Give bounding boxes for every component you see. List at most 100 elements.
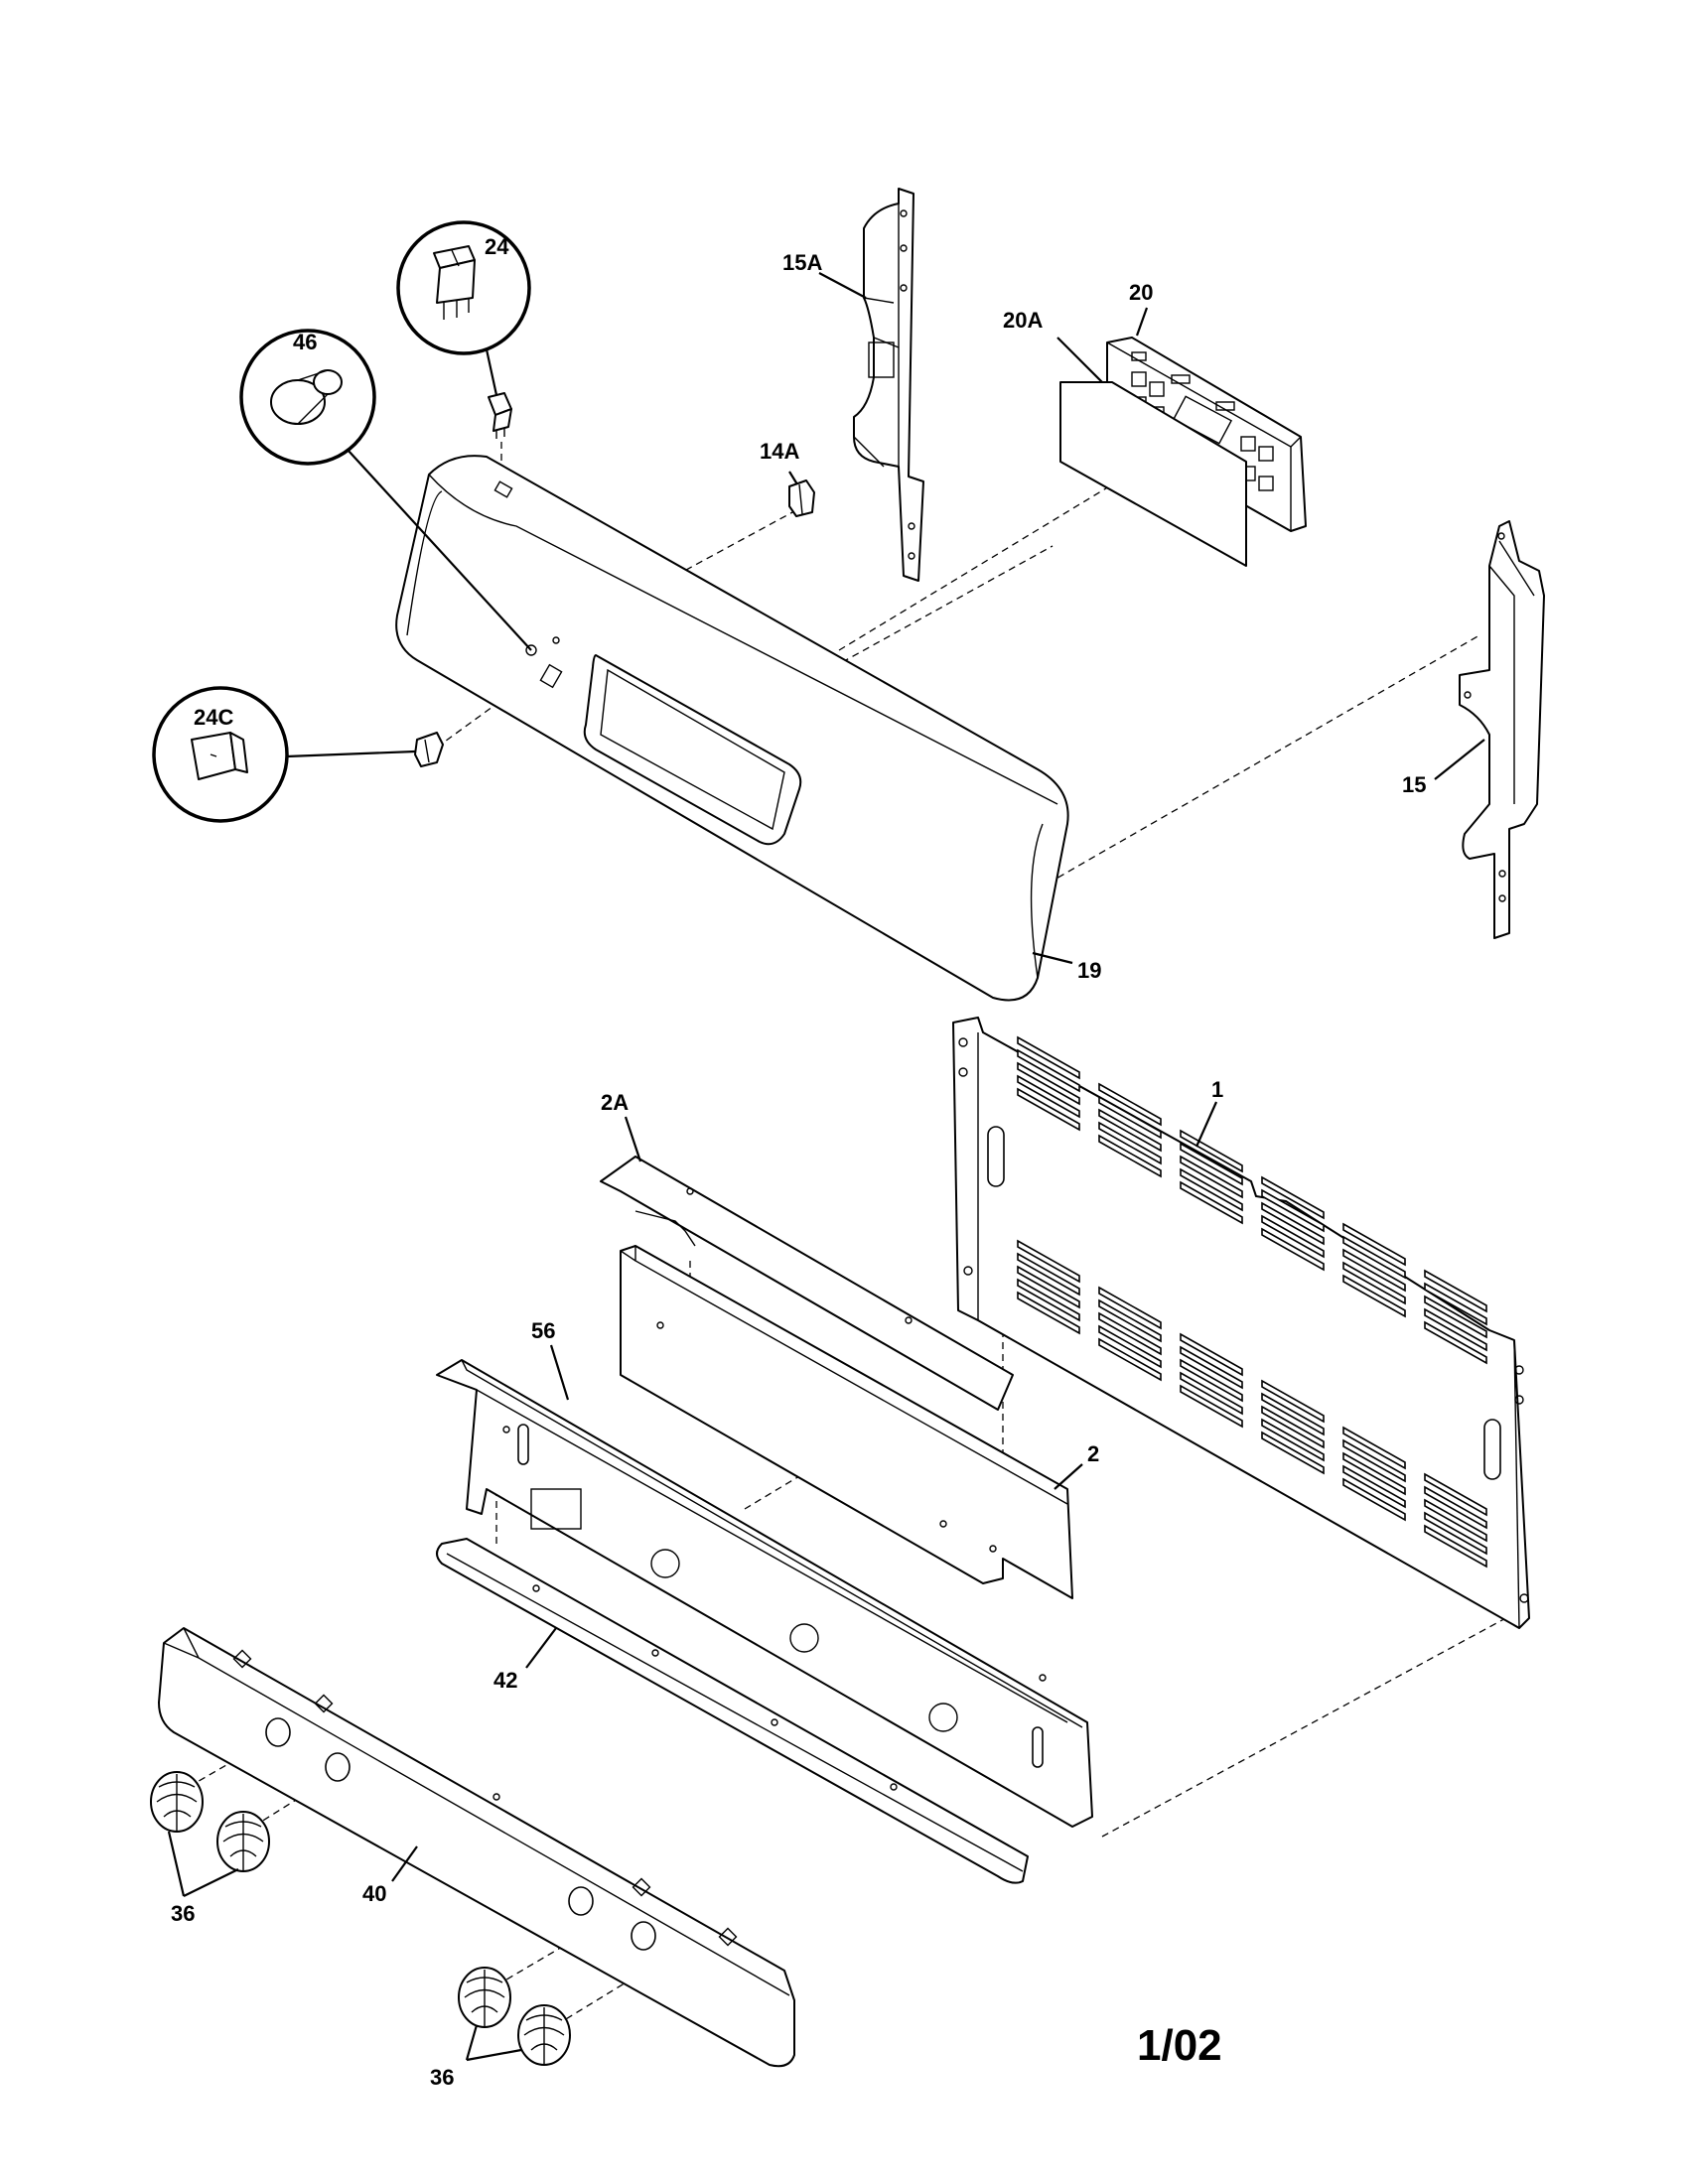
louver-slot: [1017, 1291, 1080, 1335]
louver-slot: [1424, 1511, 1487, 1556]
part-15a-end-bracket: [853, 188, 924, 582]
louver-slot: [1017, 1048, 1080, 1093]
louver-slot: [1342, 1451, 1406, 1496]
louver-slot: [1098, 1298, 1162, 1343]
louver-slot: [1261, 1175, 1325, 1220]
detail-circle-46: [239, 329, 532, 651]
louver-slot: [1017, 1252, 1080, 1297]
louver-slot: [1098, 1311, 1162, 1356]
detail-circle-24: [396, 220, 531, 396]
louver-slot: [1098, 1108, 1162, 1153]
louver-slot: [1342, 1222, 1406, 1267]
part-56-manifold-panel: [436, 1359, 1093, 1828]
louver-slot: [1017, 1087, 1080, 1132]
part-labels: 24 46 24C 15A 14A 20 20A 15 19 1 2A 56 2…: [171, 234, 1426, 2090]
label-part-2a: 2A: [601, 1090, 629, 1115]
label-part-36-left: 36: [171, 1901, 195, 1926]
leader-lines: [167, 272, 1485, 2062]
date-code: 1/02: [1137, 2021, 1222, 2070]
label-part-42: 42: [493, 1668, 517, 1693]
louver-slot: [1261, 1214, 1325, 1259]
label-part-24c: 24C: [194, 705, 233, 730]
louver-slot: [1017, 1278, 1080, 1322]
part-2-shield: [620, 1245, 1073, 1599]
knob-36-d: [517, 2004, 571, 2066]
louver-slot: [1180, 1345, 1243, 1390]
louver-slot: [1098, 1337, 1162, 1382]
louver-slot: [1342, 1426, 1406, 1470]
louver-slot: [1424, 1307, 1487, 1352]
louver-slot: [1342, 1274, 1406, 1318]
louver-slot: [1098, 1324, 1162, 1369]
louver-slot: [1180, 1142, 1243, 1186]
louver-slot: [1180, 1155, 1243, 1199]
louver-slot: [1017, 1074, 1080, 1119]
louver-slot: [1261, 1431, 1325, 1475]
louver-slot: [1424, 1282, 1487, 1326]
louver-slot: [1261, 1392, 1325, 1436]
part-2a-trim: [600, 1156, 1014, 1411]
label-part-46: 46: [293, 330, 317, 354]
louver-slot: [1017, 1061, 1080, 1106]
louver-slot: [1180, 1129, 1243, 1173]
louver-slot: [1342, 1261, 1406, 1305]
label-part-40: 40: [362, 1881, 386, 1906]
louvers-bottom: [1017, 1239, 1487, 1569]
louver-slot: [1342, 1464, 1406, 1509]
part-20-electronic-control: [1106, 337, 1307, 532]
louver-slot: [1424, 1498, 1487, 1543]
knob-36-b: [216, 1811, 270, 1872]
louver-slot: [1261, 1379, 1325, 1424]
louver-slot: [1098, 1134, 1162, 1178]
part-42-trim-strip: [436, 1538, 1029, 1884]
part-19-control-panel: [395, 455, 1069, 1002]
label-part-24: 24: [485, 234, 509, 259]
louver-slot: [1424, 1472, 1487, 1517]
louver-slot: [1180, 1384, 1243, 1429]
knob-36-a: [150, 1771, 204, 1833]
part-40-manifold-panel: [158, 1627, 795, 2068]
louver-slot: [1098, 1121, 1162, 1165]
label-part-1: 1: [1211, 1077, 1223, 1102]
louver-slot: [1180, 1358, 1243, 1403]
louver-slot: [1098, 1286, 1162, 1330]
louver-slot: [1180, 1167, 1243, 1212]
louver-slot: [1017, 1239, 1080, 1284]
part-1-back-panel: [952, 1017, 1530, 1629]
louver-slot: [1261, 1418, 1325, 1462]
louver-slot: [1017, 1035, 1080, 1080]
label-part-19: 19: [1077, 958, 1101, 983]
knob-36-c: [458, 1967, 511, 2028]
label-part-15a: 15A: [782, 250, 822, 275]
label-part-56: 56: [531, 1318, 555, 1343]
louver-slot: [1017, 1265, 1080, 1309]
label-part-20a: 20A: [1003, 308, 1043, 333]
label-part-15: 15: [1402, 772, 1426, 797]
louver-slot: [1098, 1082, 1162, 1127]
louver-slot: [1180, 1180, 1243, 1225]
switch-24-small: [488, 392, 512, 439]
louver-slot: [1342, 1235, 1406, 1280]
louver-slot: [1424, 1524, 1487, 1569]
switch-14a: [788, 479, 815, 517]
louver-slot: [1261, 1188, 1325, 1233]
louver-slot: [1424, 1269, 1487, 1313]
louver-slot: [1424, 1295, 1487, 1339]
louver-slot: [1180, 1371, 1243, 1416]
louver-slot: [1261, 1201, 1325, 1246]
label-part-2: 2: [1087, 1441, 1099, 1466]
detail-circle-24c: [152, 686, 416, 823]
louver-slot: [1180, 1332, 1243, 1377]
louver-slot: [1342, 1438, 1406, 1483]
louver-slot: [1261, 1227, 1325, 1272]
part-15-end-bracket: [1459, 520, 1545, 939]
louver-slot: [1424, 1320, 1487, 1365]
louver-slot: [1342, 1477, 1406, 1522]
label-part-36-right: 36: [430, 2065, 454, 2090]
louver-slot: [1424, 1485, 1487, 1530]
label-part-20: 20: [1129, 280, 1153, 305]
label-part-14a: 14A: [760, 439, 799, 464]
louver-slot: [1261, 1405, 1325, 1449]
